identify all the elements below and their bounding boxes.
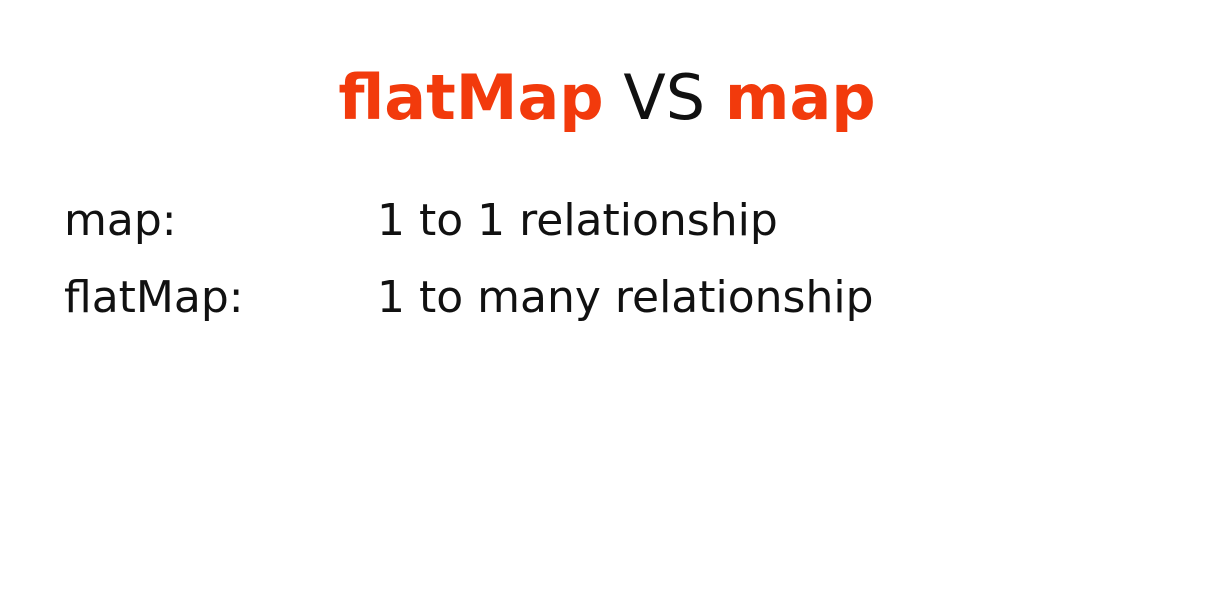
term-label: map: (64, 195, 177, 246)
term-description: 1 to many relationship (377, 272, 874, 323)
title-vs: VS (603, 61, 725, 134)
slide-title: flatMap VS map (0, 60, 1214, 136)
title-map: map (724, 61, 876, 134)
term-description: 1 to 1 relationship (377, 195, 778, 246)
term-label: flatMap: (64, 272, 244, 323)
title-flatmap: flatMap (338, 61, 604, 134)
